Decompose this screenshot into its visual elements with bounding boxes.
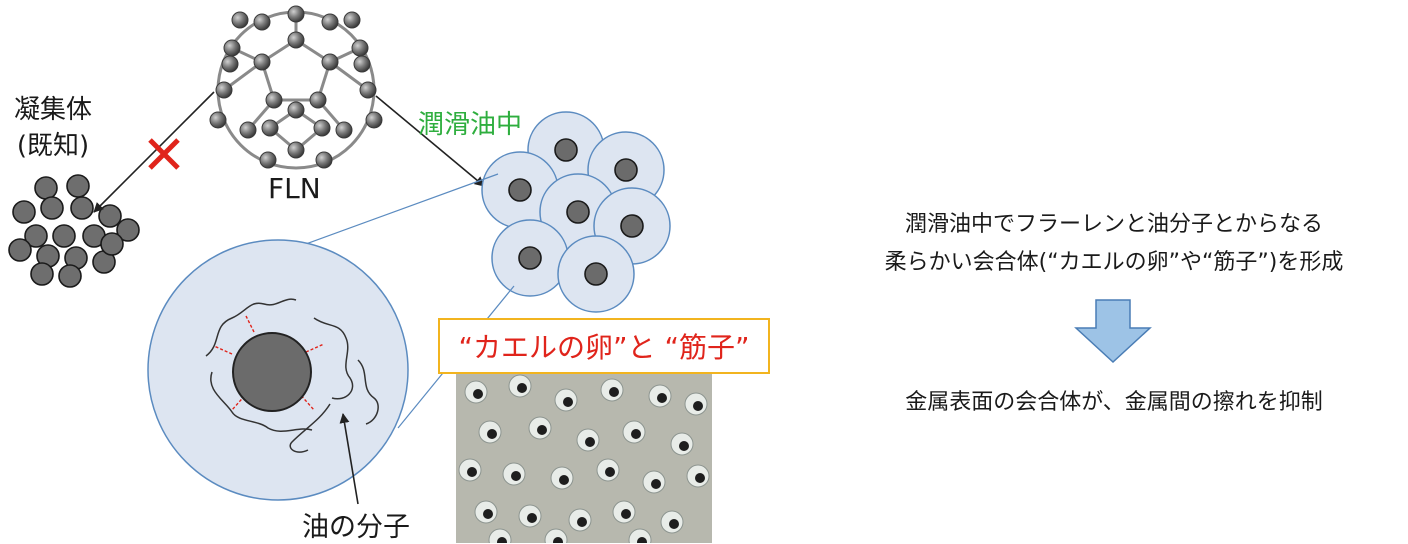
egg-core: [554, 138, 578, 162]
fullerene-atom: [335, 121, 353, 139]
fullerene-atom: [315, 151, 333, 169]
fullerene-atom: [223, 39, 241, 57]
summary-line2: 柔らかい会合体(“カエルの卵”や“筋子”)を形成: [884, 250, 1344, 275]
fullerene-atom: [287, 101, 305, 119]
fullerene-atom: [265, 91, 283, 109]
fullerene-atom: [313, 119, 331, 137]
down-arrow-icon: [1074, 299, 1152, 364]
egg-nucleus: [679, 441, 689, 451]
fullerene-atom: [239, 121, 257, 139]
egg-core: [614, 158, 638, 182]
egg-nucleus: [511, 471, 521, 481]
aggregate-particle: [8, 238, 32, 262]
cross-icon: [148, 138, 180, 170]
egg-core: [508, 178, 532, 202]
fullerene-atom: [351, 39, 369, 57]
egg-nucleus: [473, 389, 483, 399]
fullerene-atom: [321, 13, 339, 31]
fullerene-molecule: [209, 5, 383, 170]
egg-core: [584, 262, 608, 286]
oil-label: 潤滑油中: [418, 110, 523, 140]
egg-nucleus: [669, 519, 679, 529]
aggregate-label-line1: 凝集体: [14, 95, 93, 125]
egg-nucleus: [483, 509, 493, 519]
fullerene-atom: [287, 31, 305, 49]
egg-nucleus: [467, 467, 477, 477]
frog-egg-photo: [456, 374, 712, 543]
aggregate-particle: [100, 232, 124, 256]
egg-nucleus: [585, 437, 595, 447]
egg-nucleus: [497, 537, 507, 543]
summary-line3: 金属表面の会合体が、金属間の擦れを抑制: [905, 390, 1323, 415]
fullerene-atom: [287, 5, 305, 23]
fullerene-atom: [343, 11, 361, 29]
fullerene-atom: [365, 111, 383, 129]
egg-nucleus: [651, 479, 661, 489]
egg-nucleus: [637, 537, 647, 543]
egg-nucleus: [527, 513, 537, 523]
egg-core: [620, 214, 644, 238]
egg-nucleus: [695, 473, 705, 483]
egg-nucleus: [577, 517, 587, 527]
fullerene-atom: [287, 141, 305, 159]
aggregation-arrow: [93, 91, 215, 213]
egg-nucleus: [553, 537, 563, 543]
fullerene-atom: [215, 81, 233, 99]
fullerene-atom: [359, 81, 377, 99]
aggregate-particle: [70, 196, 94, 220]
egg-nucleus: [621, 509, 631, 519]
aggregate-cluster: [8, 174, 140, 288]
aggregate-particle: [116, 218, 140, 242]
egg-nucleus: [657, 393, 667, 403]
aggregate-particle: [58, 264, 82, 288]
egg-nucleus: [605, 467, 615, 477]
fullerene-atom: [209, 111, 227, 129]
aggregate-particle: [40, 196, 64, 220]
summary-line1: 潤滑油中でフラーレンと油分子とからなる: [904, 212, 1323, 237]
fullerene-atom: [353, 55, 371, 73]
aggregate-particle: [52, 224, 76, 248]
aggregate-particle: [34, 176, 58, 200]
zoomed-associate: [147, 239, 409, 505]
molecule-pointer-arrow: [339, 413, 359, 505]
egg-core: [566, 200, 590, 224]
frog-egg-cells: [481, 111, 671, 313]
aggregate-particle: [66, 174, 90, 198]
fullerene-atom: [321, 53, 339, 71]
aggregate-particle: [12, 200, 36, 224]
aggregate-label: 凝集体 (既知): [14, 92, 92, 164]
egg-core: [518, 246, 542, 270]
oil-molecule-label: 油の分子: [302, 512, 410, 543]
egg-nucleus: [563, 397, 573, 407]
fullerene-atom: [231, 11, 249, 29]
fullerene-atom: [309, 91, 327, 109]
aggregate-particle: [24, 224, 48, 248]
fullerene-atom: [261, 119, 279, 137]
aggregate-particle: [98, 204, 122, 228]
callout-text: “カエルの卵”と “筋子”: [458, 331, 750, 364]
fln-label: FLN: [268, 172, 321, 205]
egg-nucleus: [487, 429, 497, 439]
frog-egg-callout: “カエルの卵”と “筋子”: [438, 318, 770, 374]
fullerene-atom: [259, 151, 277, 169]
egg-nucleus: [609, 387, 619, 397]
egg-nucleus: [631, 429, 641, 439]
egg-nucleus: [517, 383, 527, 393]
egg-nucleus: [693, 401, 703, 411]
egg-nucleus: [537, 425, 547, 435]
fullerene-atom: [253, 13, 271, 31]
aggregate-particle: [30, 262, 54, 286]
aggregate-label-line2: (既知): [16, 131, 90, 161]
frog-egg-photo-graphic: [456, 374, 712, 543]
fullerene-atom: [221, 55, 239, 73]
fullerene-atom: [253, 53, 271, 71]
egg-nucleus: [559, 475, 569, 485]
dispersion-arrow: [375, 95, 485, 187]
